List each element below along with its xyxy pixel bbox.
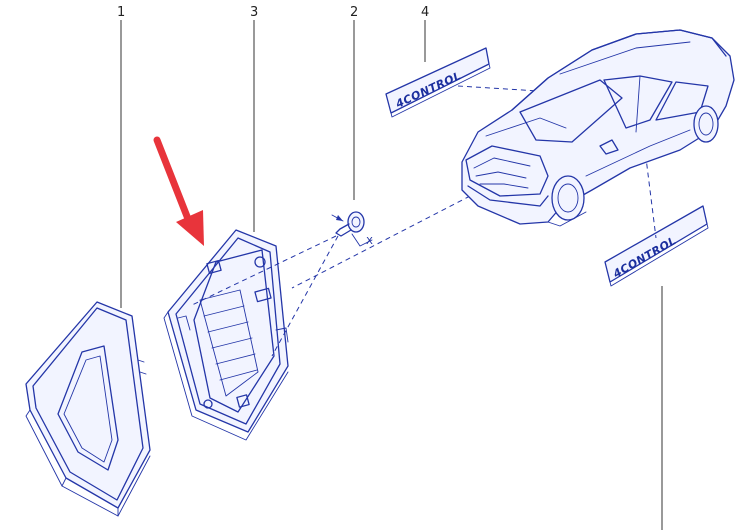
callout-number-2: 2 bbox=[350, 5, 358, 20]
part-3-grille-bracket bbox=[163, 229, 289, 441]
callout-number-4: 4 bbox=[421, 5, 429, 20]
callout-1: 1 bbox=[117, 5, 125, 308]
part-4-upper-badge: 4CONTROL bbox=[385, 47, 491, 118]
highlight-arrow bbox=[153, 136, 204, 246]
callout-2: 2 bbox=[350, 5, 358, 200]
callout-3: 3 bbox=[250, 5, 258, 232]
callout-number-3: 3 bbox=[250, 5, 258, 20]
dimension-label: X bbox=[366, 236, 373, 247]
part-1-outer-frame bbox=[25, 301, 151, 517]
callout-4: 4 bbox=[421, 5, 429, 62]
callout-number-1: 1 bbox=[117, 5, 125, 20]
part-2-clip: X bbox=[331, 211, 373, 247]
part-4-lower-badge: 4CONTROL bbox=[604, 205, 709, 287]
car-illustration bbox=[461, 29, 735, 227]
